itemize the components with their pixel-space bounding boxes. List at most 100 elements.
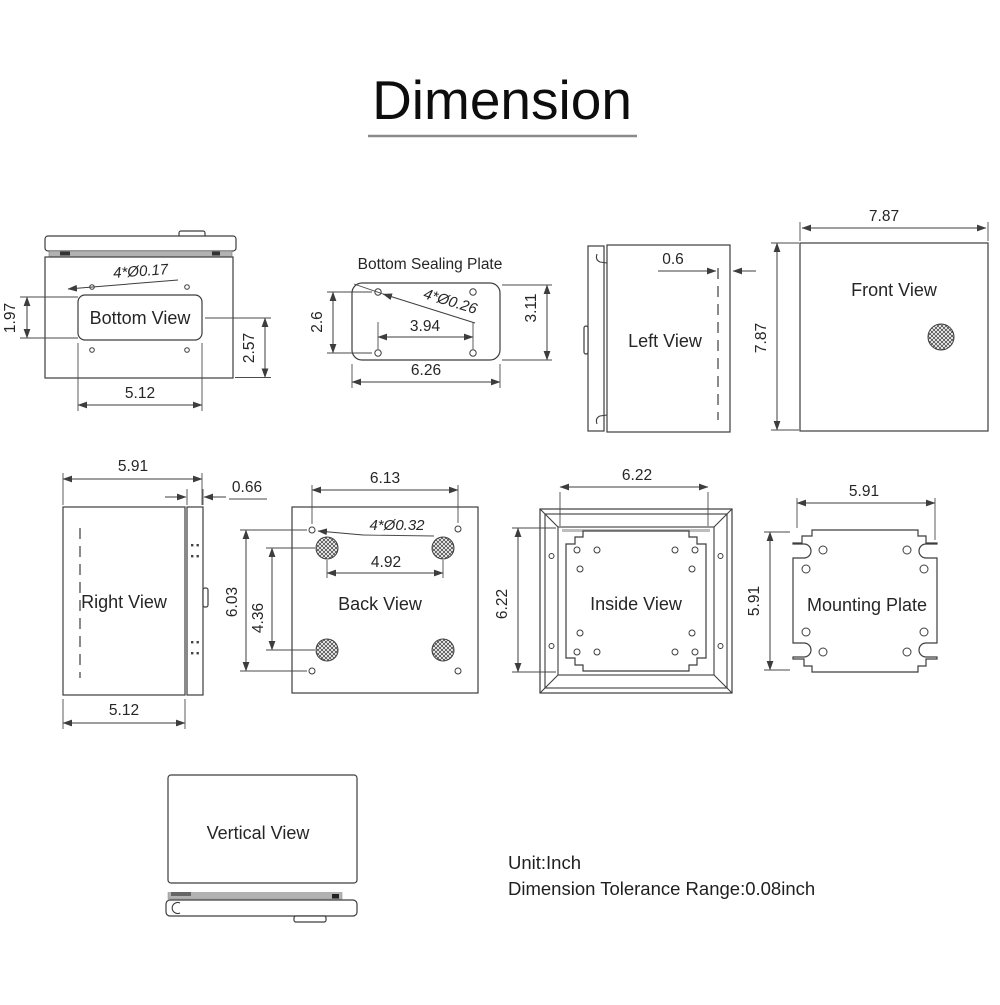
view-label: Mounting Plate (807, 595, 927, 615)
frame-bevel (713, 508, 733, 528)
recess-plate-outline (77, 294, 203, 341)
tolerance-note: Dimension Tolerance Range:0.08inch (508, 878, 815, 899)
dim-hole-offset-height: 2.6 (309, 291, 372, 354)
hinge-pin (583, 325, 589, 355)
hole (184, 284, 190, 290)
dim-plate-width: 5.91 (796, 483, 936, 540)
hole-note-leader (382, 293, 476, 324)
plate-outline (792, 529, 938, 673)
hinge-dots (191, 544, 199, 655)
dim-hole-note: 4*Ø0.17 (67, 261, 179, 292)
dim-hole-span-width: 6.13 (311, 470, 459, 524)
hole (691, 648, 699, 656)
view-label: Left View (628, 331, 703, 351)
page-header: Dimension (368, 69, 637, 138)
dot (191, 641, 194, 644)
hole (688, 565, 696, 573)
hinge-strip (587, 245, 605, 432)
dim-text: 6.22 (622, 467, 652, 484)
dim-inside-height: 6.22 (494, 527, 556, 673)
dim-plate-width: 6.26 (351, 362, 501, 388)
dim-text: 5.12 (125, 385, 155, 402)
dim-text: 6.26 (411, 362, 441, 379)
dim-text: 6.13 (370, 470, 400, 487)
latch-ring (171, 901, 181, 915)
hole-note-leader (317, 528, 364, 536)
dim-text: 7.87 (869, 208, 899, 225)
right-view: Right View 5.91 0.66 (62, 458, 267, 729)
dim-boss-span-height: 4.36 (250, 547, 315, 651)
hole (374, 349, 382, 357)
hole-note-text: 4*Ø0.17 (113, 261, 170, 282)
hole (919, 627, 929, 637)
dim-text: 5.91 (746, 586, 763, 616)
dim-text: 5.12 (109, 702, 139, 719)
body-outline (606, 244, 731, 433)
hole-note-text: 4*Ø0.32 (369, 517, 425, 534)
dim-hole-note: 4*Ø0.32 (317, 517, 435, 537)
front-view: Front View 7.87 7.87 (753, 208, 989, 432)
dim-text: 5.91 (118, 458, 148, 475)
frame-bevel (539, 674, 559, 694)
dim-door-inset: 0.6 (658, 251, 756, 275)
hinge-hook-bottom (595, 414, 608, 425)
hole-note-underline (362, 534, 435, 537)
hole-note-tail (353, 283, 384, 295)
mounting-bosses (315, 536, 455, 662)
plate-holes (801, 545, 929, 657)
dim-text: 7.87 (753, 323, 770, 353)
mount-boss (431, 536, 455, 560)
dim-text: 6.03 (224, 587, 241, 617)
dim-bottom-width: 5.12 (77, 343, 203, 411)
dim-front-width: 7.87 (799, 208, 989, 241)
hole (801, 627, 811, 637)
hole (902, 545, 912, 555)
left-view: Left View 0.6 (583, 244, 756, 433)
hole (801, 564, 811, 574)
view-label: Right View (81, 592, 168, 612)
bottom-sealing-plate-view: Bottom Sealing Plate 4*Ø0.26 2.6 3.11 (309, 256, 552, 388)
view-label: Bottom View (90, 308, 192, 328)
mounting-plate-view: Mounting Plate 5.91 5.91 (746, 483, 938, 673)
hole (576, 629, 584, 637)
latch-bump (202, 587, 209, 608)
view-label: Back View (338, 594, 423, 614)
hole (717, 643, 724, 649)
hole-note-leader (67, 279, 179, 292)
hole (548, 643, 555, 649)
body-outline (62, 506, 186, 696)
dot (191, 544, 194, 547)
dim-text: 3.94 (410, 318, 441, 335)
mount-boss (315, 638, 339, 662)
hole (919, 564, 929, 574)
seam-mark-right (332, 894, 339, 899)
corner-holes (308, 525, 462, 675)
hole (671, 546, 679, 554)
latch-bump (293, 915, 327, 923)
dim-plate-height: 5.91 (746, 531, 790, 671)
hole (576, 565, 584, 573)
hole (454, 525, 462, 533)
dim-flange-width: 0.66 (165, 479, 267, 505)
dot (191, 652, 194, 655)
dim-text: 4.36 (250, 603, 267, 633)
frame-mid-outline (544, 513, 728, 689)
dim-plate-height: 3.11 (502, 284, 552, 361)
dim-boss-span-width: 4.92 (326, 554, 444, 578)
dim-front-height: 7.87 (753, 242, 799, 431)
lid-panel (165, 899, 358, 917)
dot (196, 544, 199, 547)
hole (671, 648, 679, 656)
dim-side-height: 2.57 (205, 317, 271, 378)
unit-note: Unit:Inch (508, 852, 581, 873)
hole (89, 347, 95, 353)
footer-notes: Unit:Inch Dimension Tolerance Range:0.08… (508, 852, 815, 899)
hole (308, 667, 316, 675)
view-label: Inside View (590, 594, 683, 614)
hinge-strip (186, 506, 204, 696)
dim-text: 2.6 (309, 311, 326, 333)
dot (196, 652, 199, 655)
dim-text: 2.57 (241, 333, 258, 363)
lock-knob (927, 323, 955, 351)
